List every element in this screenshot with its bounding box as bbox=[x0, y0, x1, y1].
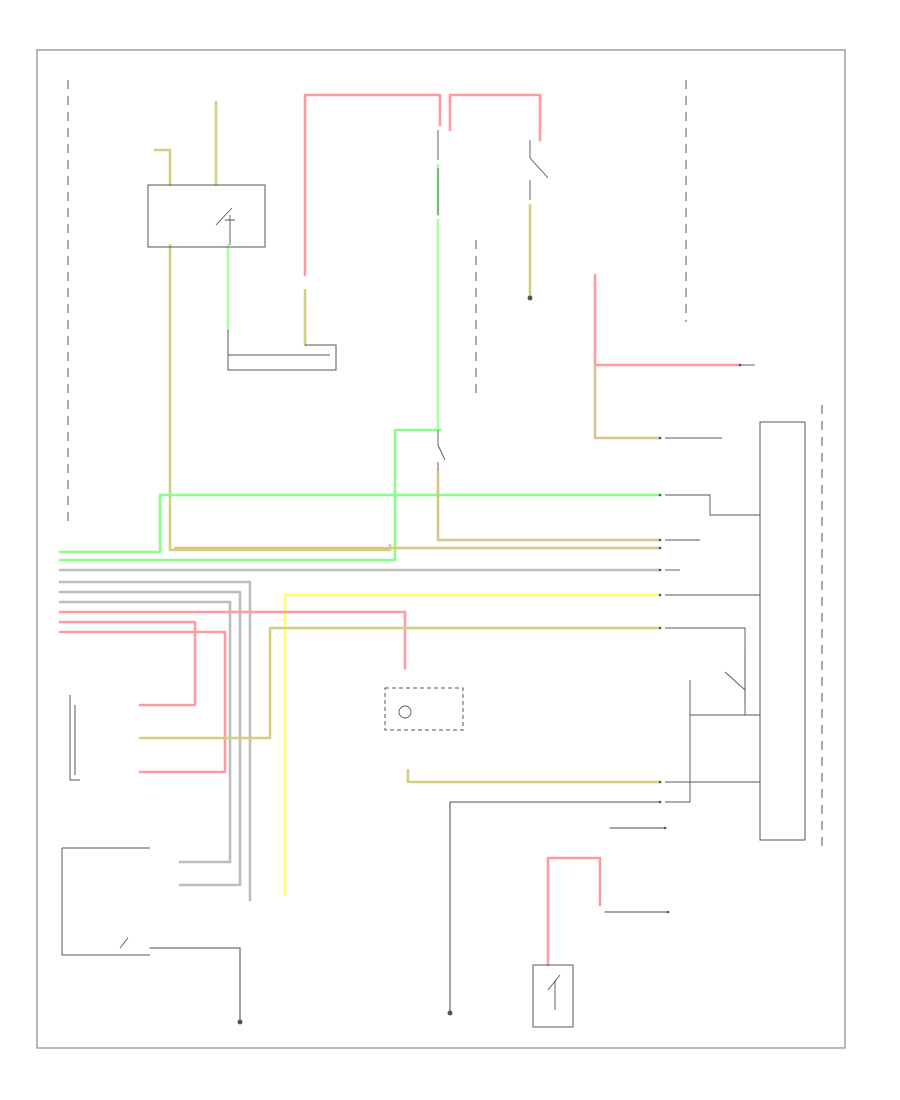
wire-tan-relay-feed-2 bbox=[153, 148, 172, 187]
wire-yellow-ecm bbox=[283, 593, 662, 897]
wire-orange-right bbox=[593, 363, 662, 440]
wire-tan-ecm bbox=[436, 468, 662, 542]
wire-green-harness-2 bbox=[58, 428, 442, 562]
wire-pink-1 bbox=[58, 610, 407, 670]
control-unit bbox=[759, 421, 806, 841]
switch-box-lower bbox=[532, 964, 574, 1028]
wire-pink-2 bbox=[58, 620, 197, 707]
wire-grey-lower bbox=[449, 801, 661, 1011]
cluster-box bbox=[384, 687, 464, 731]
wire-olive-left-main bbox=[168, 243, 392, 552]
unit-connector-box bbox=[227, 330, 337, 371]
wire-grey-1 bbox=[58, 580, 252, 902]
wire-olive-sensor bbox=[138, 626, 662, 740]
center-switch bbox=[437, 130, 446, 470]
wire-grey-3 bbox=[58, 600, 232, 864]
ground-left bbox=[237, 1019, 243, 1025]
wire-red-power bbox=[303, 93, 542, 277]
relay-right bbox=[724, 650, 746, 705]
ground-mid bbox=[447, 1010, 453, 1016]
fuel-pump-relay bbox=[527, 140, 549, 301]
tail-lamp-relay bbox=[147, 184, 266, 248]
wire-olive-bottom bbox=[406, 768, 662, 784]
wire-red-switch bbox=[546, 856, 602, 967]
ecm-connections bbox=[665, 364, 760, 803]
sensor-block-left bbox=[69, 695, 80, 781]
terminal-marks bbox=[658, 363, 742, 914]
passenger-fuse-box bbox=[61, 847, 150, 956]
diagram-frame bbox=[36, 49, 846, 1049]
wire-green-harness bbox=[58, 493, 662, 554]
wire-pink-3 bbox=[58, 630, 227, 774]
wire-pink-right bbox=[593, 273, 742, 367]
